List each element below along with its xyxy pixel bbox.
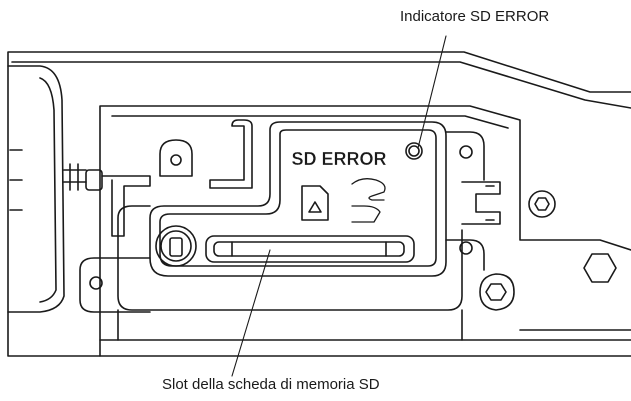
right-plate — [445, 131, 485, 271]
hex-nut-icon — [528, 190, 556, 218]
screw-icon — [459, 241, 473, 255]
sd-card-slot[interactable] — [205, 235, 415, 263]
sub-panel — [99, 105, 631, 341]
hex-nut-icon — [583, 253, 617, 283]
device-outline — [7, 51, 631, 357]
cable — [63, 163, 87, 191]
sd-logo-text: SD — [367, 195, 369, 197]
screw-icon — [170, 154, 182, 166]
screw-icon — [459, 145, 473, 159]
hex-nut-icon — [479, 273, 515, 311]
leader-line-slot — [231, 249, 271, 377]
bottom-rail — [99, 309, 463, 357]
round-port — [155, 225, 197, 267]
sd-card-slot-callout: Slot della scheda di memoria SD — [162, 376, 380, 393]
sd-error-label: SD ERROR — [291, 149, 386, 169]
screw-icon — [89, 276, 103, 290]
sd-card-icon — [301, 185, 329, 221]
cable-plug — [85, 169, 103, 191]
sd-xc-logo-icon — [351, 178, 386, 223]
led-indicator-icon — [405, 142, 423, 160]
sd-panel — [149, 121, 447, 277]
bracket — [209, 119, 253, 189]
device-inner-edge — [11, 61, 631, 109]
sd-error-indicator-callout: Indicatore SD ERROR — [400, 8, 550, 25]
left-connector — [7, 65, 65, 313]
left-frame — [79, 257, 151, 313]
leader-line-sd-error — [417, 35, 447, 149]
clip — [461, 181, 501, 225]
